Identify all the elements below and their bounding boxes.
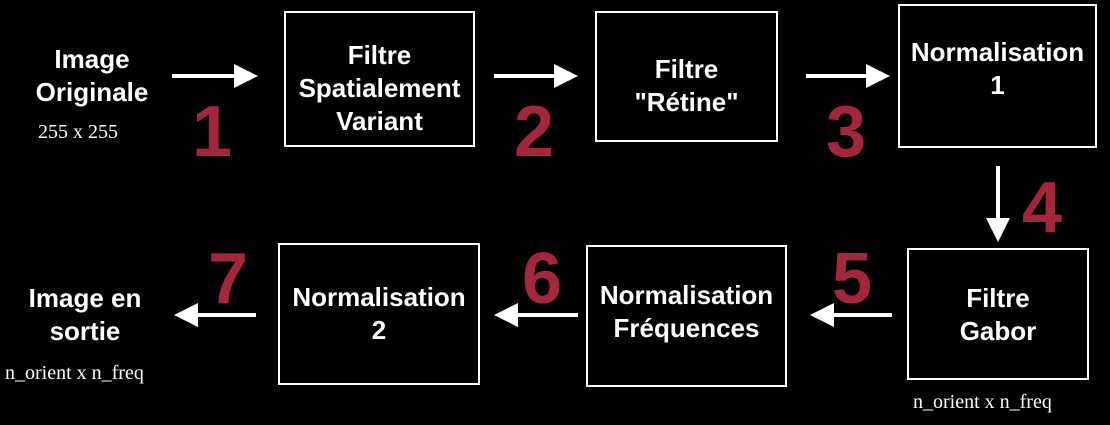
spatial-filter-line-1: Filtre [347,40,412,70]
spatial-filter-box: Filtre Spatialement Variant [284,11,475,147]
step-number-6: 6 [522,239,563,319]
arrowhead-7 [174,303,198,327]
output-image-label: Image en sortie [14,282,156,348]
output-label-line-1: Image en [28,283,142,313]
output-size-label: n_orient x n_freq [5,362,144,384]
arrowhead-1 [234,64,258,88]
normalisation-2-line-1: Normalisation [292,282,466,312]
input-label-line-1: Image [54,44,130,74]
normalisation-1-line-2: 1 [990,70,1005,100]
gabor-filter-line-2: Gabor [959,316,1037,346]
normalisation-1-box: Normalisation 1 [898,4,1097,148]
arrowhead-2 [554,64,578,88]
normalisation-frequences-line-1: Normalisation [599,280,774,310]
input-size-label: 255 x 255 [38,121,118,143]
step-number-3: 3 [826,92,867,172]
arrowhead-3 [866,64,890,88]
retina-filter-line-1: Filtre [654,54,719,84]
output-label-line-2: sortie [49,316,121,346]
gabor-filter-line-1: Filtre [966,283,1030,313]
input-label-line-2: Originale [35,77,149,107]
step-number-4: 4 [1022,168,1063,248]
normalisation-2-line-2: 2 [371,315,387,345]
spatial-filter-line-3: Variant [336,106,423,136]
gabor-filter-box: Filtre Gabor [907,248,1089,380]
normalisation-frequences-line-2: Fréquences [613,313,760,343]
step-number-1: 1 [192,92,233,172]
arrowhead-6 [494,303,518,327]
normalisation-frequences-box: Normalisation Fréquences [586,245,787,387]
gabor-output-size-label: n_orient x n_freq [913,391,1052,413]
retina-filter-line-2: "Rétine" [634,87,739,117]
step-number-5: 5 [832,239,873,319]
step-number-7: 7 [208,239,249,319]
input-image-label: Image Originale [26,43,158,109]
arrowhead-5 [810,303,834,327]
normalisation-2-box: Normalisation 2 [278,243,480,385]
normalisation-1-line-1: Normalisation [910,37,1085,67]
arrowhead-4 [986,218,1010,242]
step-number-2: 2 [514,92,555,172]
spatial-filter-line-2: Spatialement [298,73,461,103]
retina-filter-box: Filtre "Rétine" [595,11,778,142]
